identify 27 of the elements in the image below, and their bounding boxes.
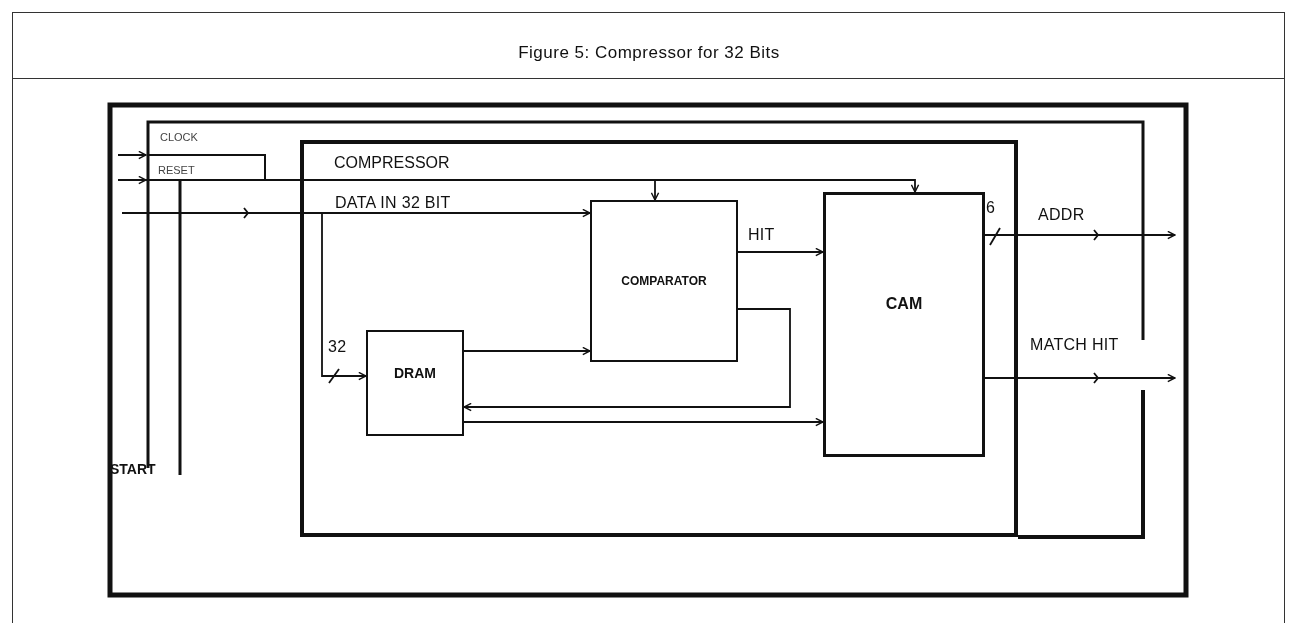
signal-label: MATCH HIT	[1030, 336, 1119, 354]
connector-arrow	[117, 179, 660, 201]
signal-label: START	[110, 462, 156, 478]
signal-label: RESET	[158, 164, 195, 177]
connector-arrow	[463, 417, 824, 427]
signal-label: ADDR	[1038, 206, 1085, 224]
block-label: CAM	[884, 294, 924, 313]
block-box	[590, 200, 738, 362]
connector-arrow	[737, 247, 824, 257]
connector-arrow	[321, 212, 367, 381]
signal-label: HIT	[748, 226, 775, 244]
block-label: COMPARATOR	[620, 273, 708, 288]
module-box	[300, 140, 1018, 537]
bus-width-label: 6	[986, 199, 995, 217]
signal-label: CLOCK	[160, 131, 198, 144]
connector-arrow	[463, 346, 591, 356]
connector-arrow	[984, 373, 1176, 383]
block-label: DRAM	[393, 364, 437, 381]
signal-label: 32	[328, 338, 347, 356]
connector-arrow	[984, 230, 1176, 240]
signal-label: DATA IN 32 BIT	[335, 194, 451, 212]
block-box	[366, 330, 464, 436]
connector-arrow	[463, 308, 791, 412]
block-label: COMPRESSOR	[334, 154, 450, 172]
connector-arrow	[121, 208, 591, 218]
figure-title: Figure 5: Compressor for 32 Bits	[517, 44, 781, 63]
connector-arrow	[654, 179, 920, 193]
